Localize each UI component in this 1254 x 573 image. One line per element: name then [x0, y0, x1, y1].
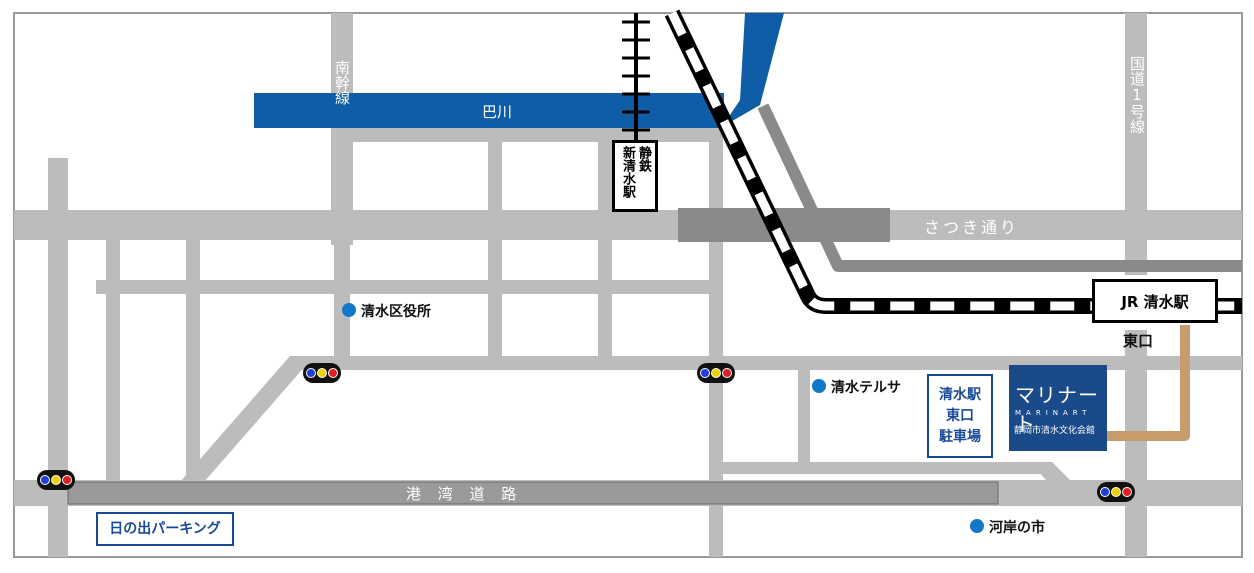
shizutetsu-station-box: 静鉄 新清水駅	[612, 140, 658, 212]
location-dot-icon	[342, 303, 356, 317]
parking-east-line-1: 清水駅	[939, 387, 981, 403]
road-left-3	[186, 238, 200, 482]
marinart-title: マリナート	[1015, 383, 1099, 436]
satsuki-label: さつき通り	[924, 218, 1020, 237]
road-center	[709, 140, 723, 557]
traffic-light-icon	[1097, 482, 1135, 502]
poi-kashi-no-ichi: 河岸の市	[970, 517, 1045, 537]
road-satsuki-band	[14, 210, 1242, 240]
road-mid-2	[598, 140, 612, 360]
poi-ward-office: 清水区役所	[342, 301, 431, 321]
hinode-parking-box: 日の出パーキング	[96, 512, 234, 546]
traffic-light-icon	[303, 363, 341, 383]
road-east-lower	[722, 462, 1052, 474]
jr-station-label: JR 清水駅	[1121, 292, 1189, 311]
minor-roads	[14, 13, 1242, 557]
road-left-2	[106, 238, 120, 482]
parking-east-line-2: 東口	[946, 408, 974, 424]
shizutetsu-label-2: 新清水駅	[620, 146, 635, 198]
road-curve-east	[1030, 462, 1080, 496]
road-route1	[1125, 13, 1147, 275]
location-dot-icon	[812, 379, 826, 393]
road-mid-1	[488, 140, 502, 360]
road-east-short	[798, 370, 810, 465]
road-minami-lower	[334, 238, 350, 358]
road-diagonal	[180, 356, 314, 482]
location-dot-icon	[970, 519, 984, 533]
harbor-road-label: 港 湾 道 路	[406, 485, 523, 503]
marinart-subtitle: 静岡市清水文化会館	[1014, 426, 1096, 436]
road-left-horizontal	[96, 280, 711, 294]
kashi-label: 河岸の市	[989, 520, 1045, 536]
jr-station-box: JR 清水駅	[1092, 279, 1218, 323]
shizutetsu-label-1: 静鉄	[636, 146, 651, 172]
rail-parallel-grey	[757, 103, 1242, 272]
poi-terrsa: 清水テルサ	[812, 377, 901, 397]
hinode-parking-label: 日の出パーキング	[109, 521, 221, 537]
road-upper-block	[331, 128, 723, 142]
river-label: 巴川	[482, 103, 513, 121]
parking-east-line-3: 駐車場	[939, 429, 981, 445]
shizutetsu-line	[622, 13, 650, 140]
terrsa-label: 清水テルサ	[831, 380, 901, 396]
route1-label: 国道1号線	[1128, 56, 1146, 134]
minami-kansen-label: 南幹線	[333, 60, 351, 105]
traffic-light-icon	[697, 363, 735, 383]
marinart-logo: マリナート MARINART 静岡市清水文化会館	[1009, 365, 1107, 451]
harbor-road	[67, 481, 999, 505]
road-mid-horizontal	[290, 356, 1242, 370]
marinart-latin: MARINART	[1015, 409, 1092, 417]
ward-office-label: 清水区役所	[361, 304, 431, 320]
jr-line	[664, 9, 1242, 314]
traffic-light-icon	[37, 470, 75, 490]
road-far-left	[48, 158, 68, 557]
parking-east-box: 清水駅 東口 駐車場	[927, 374, 993, 458]
jr-east-exit-label: 東口	[1123, 332, 1154, 350]
walk-path	[1106, 325, 1190, 441]
